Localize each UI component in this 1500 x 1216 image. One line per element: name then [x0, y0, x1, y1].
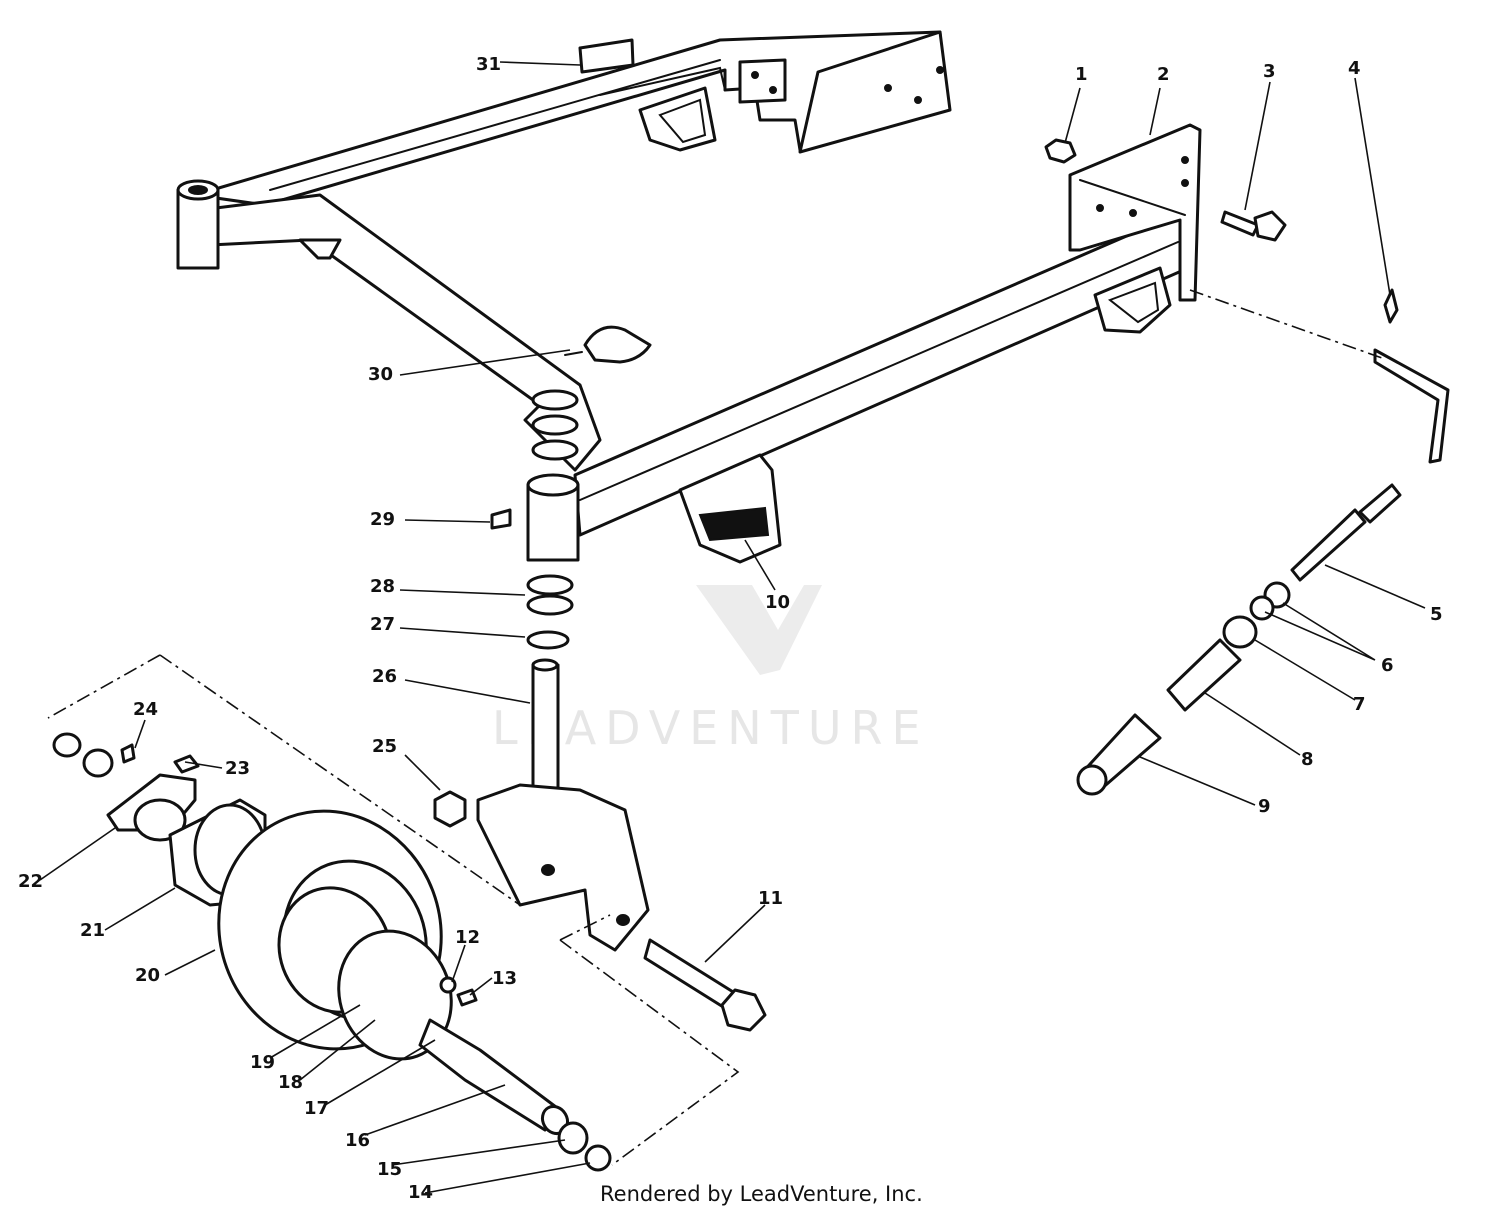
callout-8: 8 — [1301, 749, 1314, 770]
callout-26: 26 — [372, 666, 397, 687]
credit-line: Rendered by LeadVenture, Inc. — [600, 1182, 923, 1206]
callout-21: 21 — [80, 920, 105, 941]
callout-27: 27 — [370, 614, 395, 635]
callout-4: 4 — [1348, 58, 1361, 79]
callout-18: 18 — [278, 1072, 303, 1093]
callout-7: 7 — [1353, 694, 1366, 715]
callout-13: 13 — [492, 968, 517, 989]
callout-24: 24 — [133, 699, 158, 720]
callout-1: 1 — [1075, 64, 1088, 85]
callout-6: 6 — [1381, 655, 1394, 676]
callout-14: 14 — [408, 1182, 433, 1203]
caster-fork — [433, 783, 767, 1032]
callout-10: 10 — [765, 592, 790, 613]
callout-15: 15 — [377, 1159, 402, 1180]
callout-2: 2 — [1157, 64, 1170, 85]
height-adjust-assembly — [1044, 138, 1450, 796]
caster-spindle-assembly — [490, 325, 652, 802]
mower-frame — [176, 30, 1202, 564]
group-lines — [47, 289, 1383, 1166]
callout-22: 22 — [18, 871, 43, 892]
callout-17: 17 — [304, 1098, 329, 1119]
callout-5: 5 — [1430, 604, 1443, 625]
callout-25: 25 — [372, 736, 397, 757]
callout-19: 19 — [250, 1052, 275, 1073]
callout-numbers: 1 2 3 4 5 6 7 8 9 10 11 12 13 14 15 16 1… — [18, 54, 1443, 1203]
watermark-text: LEADVENTURE — [492, 701, 930, 755]
callout-29: 29 — [370, 509, 395, 530]
callout-16: 16 — [345, 1130, 370, 1151]
callout-23: 23 — [225, 758, 250, 779]
callout-28: 28 — [370, 576, 395, 597]
callout-30: 30 — [368, 364, 393, 385]
callout-20: 20 — [135, 965, 160, 986]
callout-31: 31 — [476, 54, 501, 75]
callout-9: 9 — [1258, 796, 1271, 817]
leadventure-watermark-logo: LEADVENTURE — [492, 585, 930, 755]
decal-label — [578, 38, 635, 74]
leader-lines — [39, 61, 1426, 1194]
callout-3: 3 — [1263, 61, 1276, 82]
caster-wheel-assembly — [52, 732, 612, 1172]
callout-12: 12 — [455, 927, 480, 948]
callout-11: 11 — [758, 888, 783, 909]
